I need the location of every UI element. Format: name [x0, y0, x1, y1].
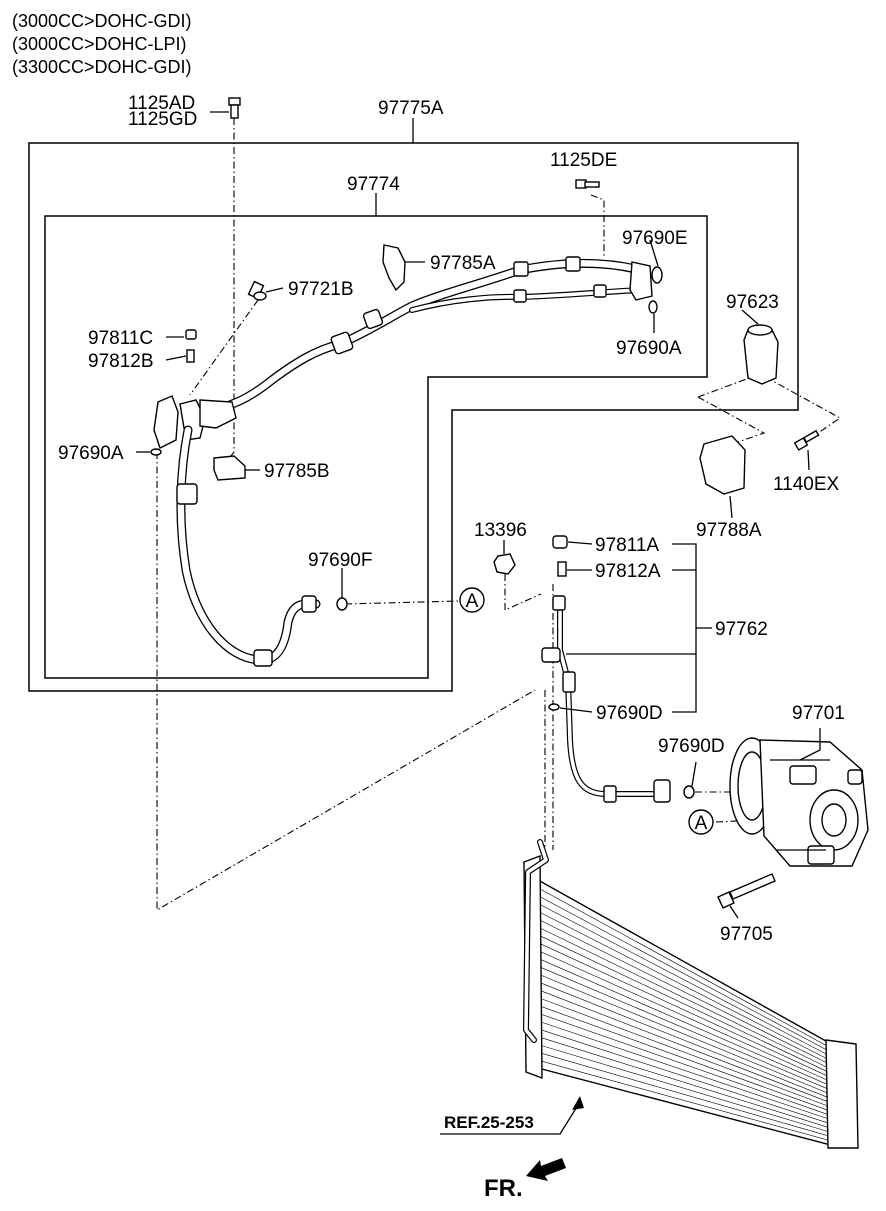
valve-core-97812B-icon	[186, 349, 195, 363]
part-labels: 1125AD 1125GD 97775A 97774 1125DE 97690E…	[58, 93, 845, 945]
label-97690A-left: 97690A	[58, 443, 124, 464]
label-97775A: 97775A	[378, 98, 444, 119]
label-97705: 97705	[720, 924, 773, 945]
pressure-switch-97623-icon	[743, 324, 779, 385]
bolt-1125AD-icon	[228, 97, 241, 119]
bracket-97785B-icon	[213, 455, 246, 481]
callout-a-2-label: A	[695, 813, 708, 834]
callout-a-1-label: A	[466, 591, 479, 612]
nut-13396-icon	[493, 553, 516, 575]
label-97811A: 97811A	[595, 535, 659, 556]
label-97690D-a: 97690D	[596, 703, 663, 724]
applicability-line-2: (3000CC>DOHC-LPI)	[12, 34, 187, 54]
applicability-line-1: (3000CC>DOHC-GDI)	[12, 11, 192, 31]
label-1125GD: 1125GD	[128, 109, 197, 130]
condenser-icon	[523, 839, 859, 1149]
suction-hose-upper	[195, 258, 645, 417]
callout-a-2: A	[688, 809, 714, 835]
label-1125AD: 1125AD	[128, 93, 195, 114]
o-ring-97690A-left-icon	[150, 448, 162, 456]
front-arrow-icon	[526, 1158, 566, 1181]
hose-ferrules	[330, 256, 607, 355]
leader-lines	[136, 111, 821, 1135]
valve-97721B-icon	[247, 280, 267, 301]
label-97774: 97774	[347, 174, 400, 195]
o-ring-97690F-icon	[336, 597, 348, 611]
o-ring-97690E-icon	[651, 266, 663, 284]
guide-lines	[156, 118, 842, 911]
cap-97811A-icon	[552, 535, 568, 549]
o-ring-97690D-a-icon	[548, 703, 560, 711]
label-13396: 13396	[474, 520, 527, 541]
cap-97811C-icon	[185, 329, 197, 340]
bolt-97705-icon	[717, 873, 776, 909]
discharge-pipe-97762	[541, 595, 695, 803]
reference-label: REF.25-253	[444, 1113, 534, 1132]
label-97811C: 97811C	[88, 328, 153, 349]
label-97690E: 97690E	[622, 228, 688, 249]
label-97690F: 97690F	[308, 550, 372, 571]
assembly-box-97775A	[28, 142, 799, 692]
label-97812A: 97812A	[595, 561, 661, 582]
left-fitting-block	[150, 329, 237, 456]
hose-end-fitting	[629, 261, 653, 301]
label-1140EX: 1140EX	[773, 474, 840, 495]
label-97690A-top: 97690A	[616, 338, 682, 359]
callout-a-1: A	[459, 587, 485, 613]
applicability-line-3: (3300CC>DOHC-GDI)	[12, 57, 192, 77]
label-97721B: 97721B	[288, 279, 354, 300]
suction-hose-lower	[176, 425, 348, 667]
label-97762: 97762	[715, 619, 768, 640]
label-97623: 97623	[726, 292, 779, 313]
o-ring-97690D-b-icon	[683, 785, 695, 799]
label-97701: 97701	[792, 703, 845, 724]
label-97812B: 97812B	[88, 351, 154, 372]
clip-97785A-icon	[382, 244, 406, 292]
compressor-97701-icon	[729, 737, 869, 867]
label-97690D-b: 97690D	[658, 736, 725, 757]
label-97785B: 97785B	[264, 461, 330, 482]
label-97785A: 97785A	[430, 253, 496, 274]
engine-applicability: (3000CC>DOHC-GDI) (3000CC>DOHC-LPI) (330…	[12, 11, 192, 77]
assembly-box-97774	[44, 215, 708, 679]
o-ring-97690A-top-icon	[648, 300, 658, 314]
valve-core-97812A-icon	[557, 561, 567, 577]
ref-arrow-icon	[572, 1096, 584, 1110]
bolt-1125DE-icon	[575, 179, 600, 189]
bracket-97788A-icon	[699, 435, 746, 495]
label-1125DE: 1125DE	[550, 150, 617, 171]
front-label: FR.	[484, 1175, 523, 1202]
bolt-1140EX-icon	[793, 429, 820, 451]
label-97788A: 97788A	[696, 520, 762, 541]
